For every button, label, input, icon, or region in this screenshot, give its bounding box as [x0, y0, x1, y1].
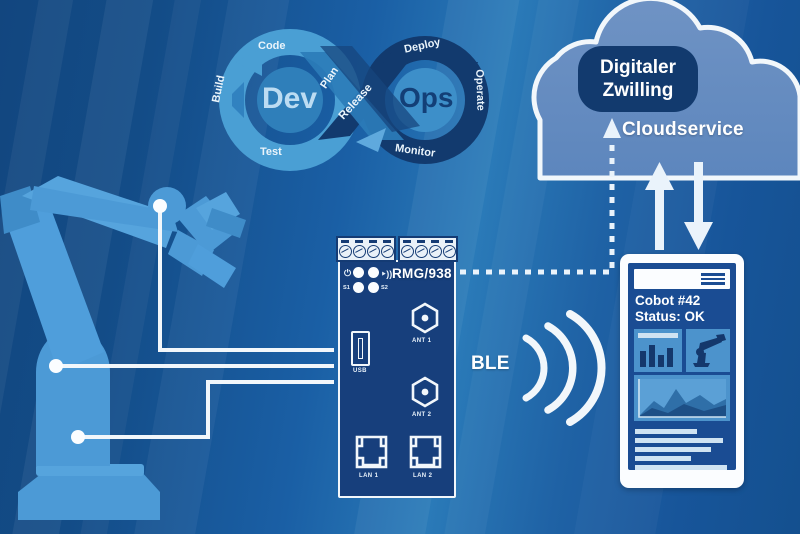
tablet-screen[interactable]: Cobot #42 Status: OK: [628, 263, 736, 470]
screw-terminal[interactable]: [352, 245, 366, 258]
s2-led: [368, 282, 379, 293]
status-led: [353, 267, 364, 278]
cobot-status-block: Cobot #42 Status: OK: [635, 293, 705, 325]
ble-arc-mid: [544, 322, 577, 414]
terminal-pins-left: [338, 240, 394, 243]
digital-twin-label: Digitaler Zwilling: [583, 51, 693, 107]
digital-twin-badge: [578, 46, 698, 112]
device-cloud-dashed-link: [460, 142, 615, 275]
cloud-uplink-arrow: [645, 162, 674, 250]
status-led: [368, 267, 379, 278]
lan2-label: LAN 2: [413, 473, 433, 479]
ant2-label: ANT 2: [412, 412, 432, 418]
node-dot: [49, 359, 63, 373]
tile-header-bar: [638, 333, 678, 338]
screw-terminal[interactable]: [400, 245, 414, 258]
bar: [649, 344, 655, 367]
device-model-label: RMG/938: [392, 266, 452, 281]
screw-terminal[interactable]: [442, 245, 456, 258]
cloud-downlink-arrow: [684, 162, 713, 250]
digital-twin-line-1: Digitaler: [599, 57, 677, 78]
terminal-block-left[interactable]: [336, 236, 396, 262]
ops-core-label: Ops: [399, 82, 454, 113]
devops-loop: [219, 29, 490, 171]
screw-terminal[interactable]: [428, 245, 442, 258]
robot-arm-icon: [693, 334, 726, 367]
bar-chart-bars: [640, 341, 676, 367]
text-line: [635, 429, 697, 434]
bar: [640, 351, 646, 367]
bar-chart-tile[interactable]: [634, 329, 682, 372]
tablet-device[interactable]: Cobot #42 Status: OK: [620, 254, 744, 488]
usb-label: USB: [353, 368, 367, 374]
ble-arc-outer: [566, 310, 606, 426]
lan1-label: LAN 1: [359, 473, 379, 479]
text-line: [635, 465, 727, 470]
usb-port[interactable]: [351, 331, 370, 366]
screw-terminal[interactable]: [366, 245, 380, 258]
area-chart-tile[interactable]: [634, 375, 730, 421]
s1-led: [353, 282, 364, 293]
text-line: [635, 447, 711, 452]
robot-arm-tile[interactable]: [686, 329, 730, 372]
lan-2-port[interactable]: [409, 435, 442, 469]
screw-terminal[interactable]: [338, 245, 352, 258]
mountain-area-chart-icon: [638, 379, 726, 418]
text-line: [635, 438, 723, 443]
s1-label: S1: [343, 285, 350, 291]
screw-terminal[interactable]: [380, 245, 394, 258]
connector-lines: [56, 206, 334, 439]
digital-twin-line-2: Zwilling: [602, 80, 674, 101]
node-dot: [71, 430, 85, 444]
antenna-2-connector[interactable]: [411, 376, 439, 408]
bar: [667, 348, 673, 367]
screw-terminal[interactable]: [414, 245, 428, 258]
devops-stage-code: Code: [258, 40, 286, 52]
cobot-id-label: Cobot #42: [635, 293, 701, 308]
cobot-status-label: Status: OK: [635, 309, 705, 324]
ble-label: BLE: [471, 353, 510, 374]
s2-label: S2: [381, 285, 388, 291]
signal-icon: ‣)): [381, 269, 393, 279]
bar: [658, 355, 664, 367]
app-title-bar[interactable]: [634, 269, 730, 289]
dev-core-label: Dev: [262, 82, 318, 115]
hamburger-menu-icon[interactable]: [701, 273, 725, 285]
lan-1-port[interactable]: [355, 435, 388, 469]
terminal-block-right[interactable]: [398, 236, 458, 262]
ant1-label: ANT 1: [412, 338, 432, 344]
ble-signal-arcs: [522, 310, 606, 426]
cloudservice-label: Cloudservice: [622, 119, 744, 140]
node-dot: [153, 199, 167, 213]
dashed-link-arrowhead: [603, 118, 621, 138]
power-icon: ⏻: [344, 268, 352, 278]
antenna-1-connector[interactable]: [411, 302, 439, 334]
ble-arc-inner: [522, 334, 548, 402]
text-line: [635, 456, 691, 461]
terminal-pins-right: [400, 240, 456, 243]
connector-nodes: [49, 199, 167, 444]
devops-stage-test: Test: [260, 146, 282, 158]
